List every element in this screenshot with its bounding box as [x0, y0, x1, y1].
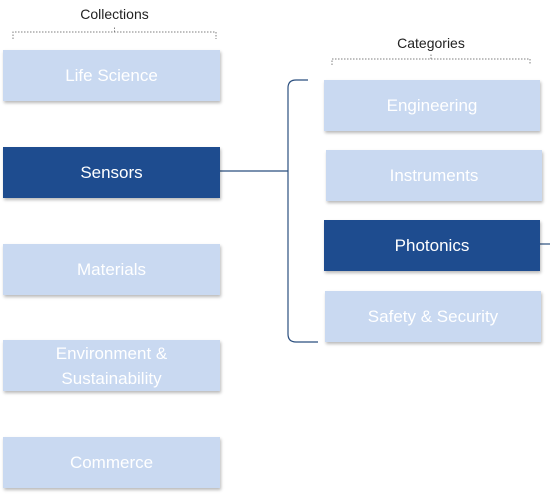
collection-label: Materials — [77, 260, 146, 279]
categories-group-bracket — [287, 79, 318, 343]
category-label: Photonics — [394, 236, 470, 255]
category-engineering[interactable]: Engineering — [324, 80, 540, 131]
category-instruments[interactable]: Instruments — [326, 150, 542, 201]
category-label: Engineering — [386, 96, 478, 115]
collection-environment-sustainability[interactable]: Environment & Sustainability — [3, 340, 220, 391]
collection-label: Commerce — [69, 453, 154, 472]
collection-life-science[interactable]: Life Science — [3, 50, 220, 101]
category-safety-security[interactable]: Safety & Security — [325, 291, 541, 342]
categories-heading: Categories — [397, 35, 465, 51]
collection-sensors[interactable]: Sensors — [3, 147, 220, 198]
collections-bracket — [12, 27, 217, 39]
collection-materials[interactable]: Materials — [3, 244, 220, 295]
collection-commerce[interactable]: Commerce — [3, 437, 220, 488]
category-label: Safety & Security — [367, 307, 499, 326]
categories-bracket — [331, 54, 531, 65]
category-photonics[interactable]: Photonics — [324, 220, 540, 271]
collections-heading: Collections — [80, 6, 149, 22]
collection-label: Sensors — [80, 163, 143, 182]
collection-label: Life Science — [65, 66, 158, 85]
category-label: Instruments — [389, 166, 479, 185]
collection-label: Environment & Sustainability — [55, 343, 168, 388]
